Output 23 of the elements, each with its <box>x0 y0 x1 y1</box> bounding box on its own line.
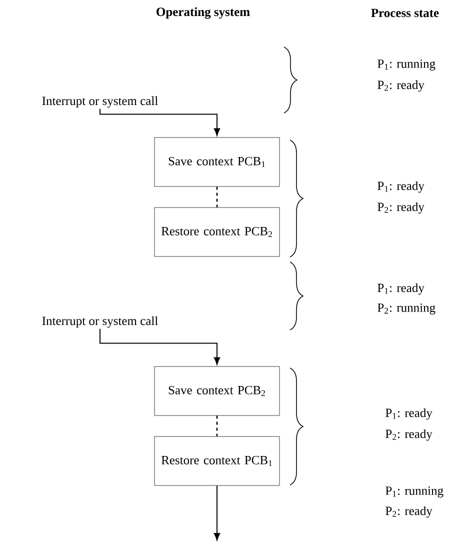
annotation-text: Interrupt or system call <box>42 96 158 108</box>
state-label: P$_{1}$: running <box>386 486 444 498</box>
process-box: Save context PCB$_{1}$ <box>154 137 280 187</box>
state-label: P$_{1}$: ready <box>386 408 432 420</box>
state-label: P$_{1}$: ready <box>378 181 424 193</box>
connector-line <box>216 186 218 208</box>
annotation-text: Interrupt or system call <box>42 316 158 328</box>
process-box: Restore context PCB$_{2}$ <box>154 207 280 257</box>
state-label: P$_{1}$: ready <box>378 283 424 295</box>
state-label: P$_{2}$: ready <box>386 506 432 518</box>
process-box: Save context PCB$_{2}$ <box>154 366 280 416</box>
state-label: P$_{2}$: ready <box>378 202 424 214</box>
arrow <box>100 108 220 136</box>
arrow <box>100 328 220 365</box>
state-label: P$_{2}$: ready <box>378 80 424 92</box>
arrow <box>214 485 220 540</box>
process-box: Restore context PCB$_{1}$ <box>154 436 280 486</box>
column-heading: Process state <box>371 8 439 18</box>
state-label: P$_{1}$: running <box>378 60 436 70</box>
state-label: P$_{2}$: running <box>378 304 436 314</box>
connector-line <box>216 416 218 436</box>
state-label: P$_{2}$: ready <box>386 429 432 441</box>
column-heading: Operating system <box>156 7 250 19</box>
